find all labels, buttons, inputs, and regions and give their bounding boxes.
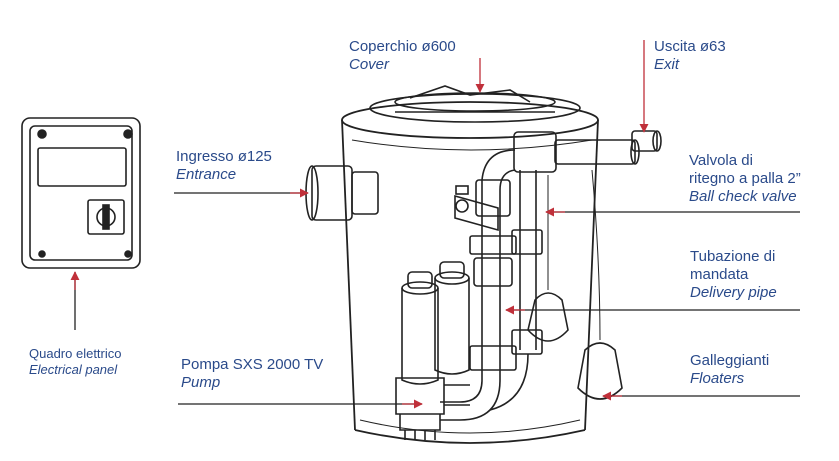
label-cover: Coperchio ø600 Cover	[349, 38, 456, 74]
label-exit-it: Uscita ø63	[654, 38, 726, 55]
electrical-panel	[21, 117, 141, 269]
label-valve-en: Ball check valve	[689, 188, 797, 205]
label-floaters-en: Floaters	[690, 370, 745, 387]
label-cover-en: Cover	[349, 56, 390, 73]
ball-check-valve	[454, 185, 499, 232]
label-floaters: Galleggianti Floaters	[690, 352, 769, 388]
label-pipe-it2: mandata	[690, 266, 749, 283]
label-pump-it: Pompa SXS 2000 TV	[181, 356, 324, 373]
label-entrance-en: Entrance	[176, 166, 237, 183]
label-pipe: Tubazione di mandata Delivery pipe	[690, 248, 777, 302]
label-entrance-it: Ingresso ø125	[176, 148, 272, 165]
label-floaters-it: Galleggianti	[690, 352, 770, 369]
label-pump-en: Pump	[181, 374, 221, 391]
delivery-pipe	[440, 149, 543, 421]
pumps	[395, 261, 470, 440]
label-cover-it: Coperchio ø600	[349, 38, 456, 55]
label-exit: Uscita ø63 Exit	[654, 38, 726, 74]
label-valve: Valvola di ritegno a palla 2” Ball check…	[689, 152, 801, 206]
label-pipe-en: Delivery pipe	[690, 284, 777, 301]
label-exit-en: Exit	[654, 56, 680, 73]
label-valve-it2: ritegno a palla 2”	[689, 170, 801, 187]
label-valve-it1: Valvola di	[689, 152, 753, 169]
outlet-pipe	[513, 130, 662, 173]
label-pump: Pompa SXS 2000 TV Pump	[181, 356, 323, 392]
label-panel: Quadro elettrico Electrical panel	[29, 346, 122, 378]
label-panel-en: Electrical panel	[29, 362, 118, 377]
label-entrance: Ingresso ø125 Entrance	[176, 148, 272, 184]
label-panel-it: Quadro elettrico	[29, 346, 122, 361]
leader-lines	[70, 40, 800, 409]
floaters	[527, 169, 623, 400]
tank	[341, 101, 599, 444]
label-pipe-it1: Tubazione di	[690, 248, 776, 265]
cover	[369, 85, 581, 123]
inlet-pipe	[305, 165, 379, 221]
